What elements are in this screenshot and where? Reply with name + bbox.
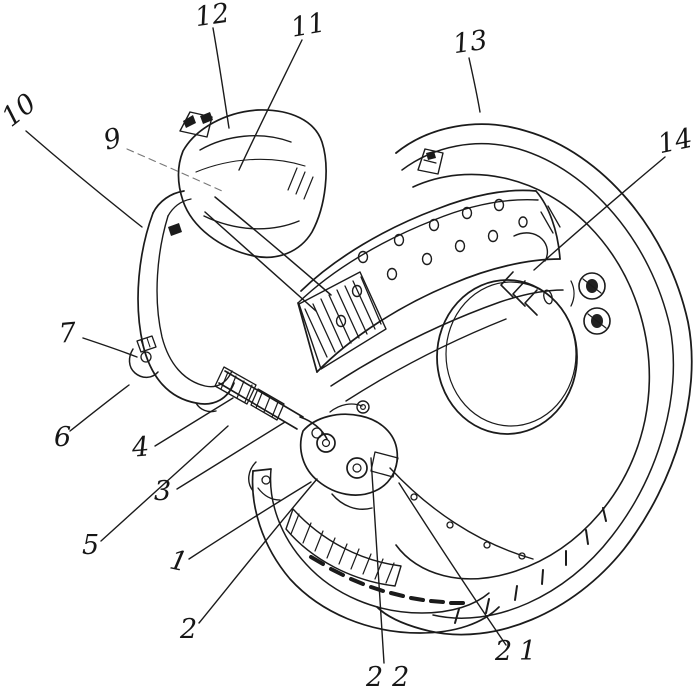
leader-21	[398, 482, 507, 646]
strut-hatch	[220, 371, 253, 403]
ref-label-4: 4	[130, 431, 151, 464]
wheel-cylinder	[168, 109, 332, 312]
leader-9	[126, 148, 223, 192]
brake-shoe-upper	[297, 189, 564, 414]
brake-shoe-lower	[248, 461, 500, 634]
leader-lines	[25, 27, 666, 664]
ref-label-14: 14	[655, 122, 696, 161]
ref-label-3: 3	[154, 476, 172, 507]
leader-6	[69, 384, 130, 432]
leader-22	[370, 457, 385, 664]
leader-3	[176, 421, 286, 490]
upper-lining-hatch	[304, 276, 382, 358]
fastener-details	[500, 271, 611, 335]
leader-1	[188, 481, 312, 560]
ref-label-22: 22	[366, 662, 419, 693]
lower-lining-hatch	[290, 513, 395, 584]
leader-4	[154, 397, 234, 447]
ref-label-13: 13	[451, 24, 490, 61]
leader-7	[82, 337, 138, 358]
leader-10	[25, 130, 143, 228]
leader-14	[533, 156, 666, 271]
leader-2	[198, 478, 318, 624]
adjuster-strut	[214, 366, 328, 440]
ref-label-21: 21	[495, 636, 544, 667]
strut-hatch-2	[255, 392, 279, 418]
cylinder-hatch	[287, 167, 314, 200]
leader-5	[100, 425, 229, 542]
tread-dashes	[309, 555, 465, 605]
ref-label-12: 12	[193, 0, 232, 34]
ref-label-11: 11	[288, 7, 328, 44]
ref-label-6: 6	[54, 422, 72, 453]
leader-12	[212, 27, 230, 129]
brake-drum-outline	[376, 123, 693, 636]
hub-bore	[436, 279, 578, 435]
ref-label-2: 2	[180, 614, 198, 645]
ref-label-7: 7	[57, 317, 78, 350]
lever-arm	[128, 190, 235, 413]
leader-13	[468, 57, 481, 113]
anchor-plate	[299, 403, 399, 510]
leader-11	[238, 39, 303, 171]
rivet-holes	[335, 198, 528, 328]
ref-label-5: 5	[82, 530, 100, 561]
